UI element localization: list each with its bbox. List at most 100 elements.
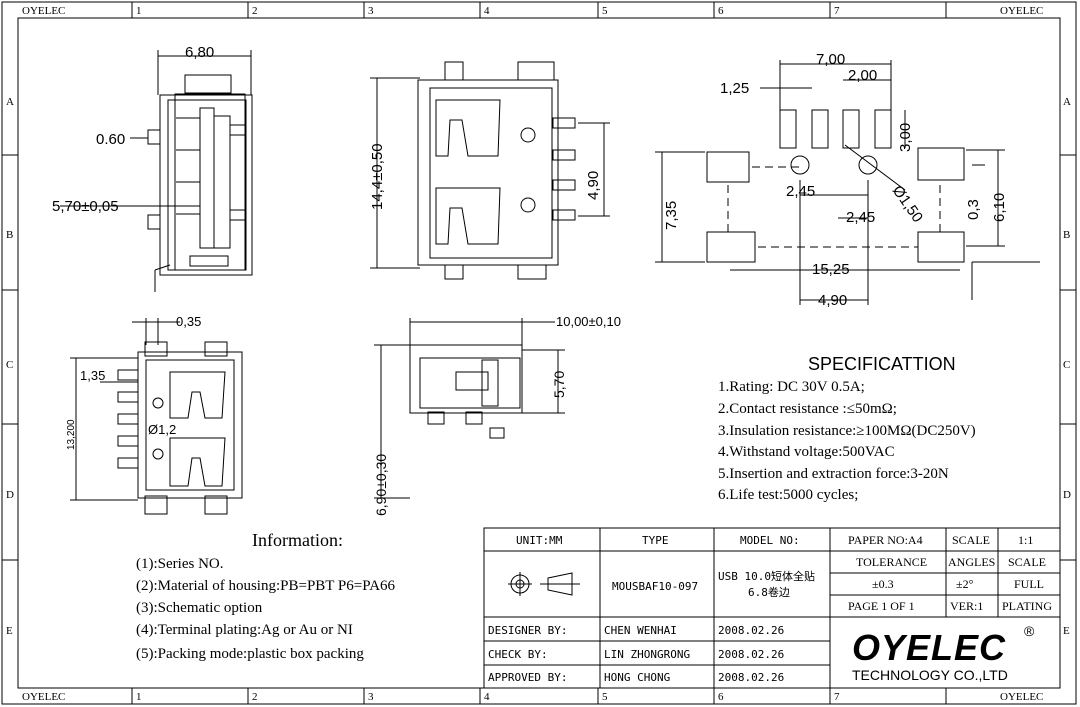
tb-designer-label: DESIGNER BY:: [488, 624, 567, 637]
col-label: 3: [368, 5, 374, 17]
info-line: (5):Packing mode:plastic box packing: [136, 646, 364, 662]
dim-row-span: 7,35: [663, 201, 680, 230]
col-label: 5: [602, 5, 608, 17]
dim-port-spacing: 4,90: [585, 171, 602, 200]
tb-model-line1: USB 10.0短体全贴: [718, 569, 815, 583]
dim-overall-length: 10,00±0,10: [556, 314, 621, 329]
col-label: 1: [136, 5, 142, 17]
spec-title: SPECIFICATTION: [808, 354, 956, 374]
dim-pad-height: 3,00: [897, 123, 914, 152]
dim-wide-span: 15,25: [812, 261, 850, 278]
tb-angles-label: ANGLES: [948, 555, 995, 569]
col-label: 6: [718, 691, 724, 703]
dim-pad-width: 1,25: [720, 80, 749, 97]
row-label: B: [6, 229, 13, 241]
tb-page: PAGE 1 OF 1: [848, 599, 915, 613]
tb-ver: VER:1: [950, 599, 983, 613]
info-line: (1):Series NO.: [136, 556, 223, 572]
col-label: 5: [602, 691, 608, 703]
row-label: A: [6, 96, 14, 108]
tb-model-line2: 6.8卷边: [748, 585, 790, 599]
side-view: [370, 61, 610, 280]
dim-port-height: 5,70: [551, 371, 567, 398]
corner-label-bl: OYELEC: [22, 691, 65, 703]
corner-label-tl: OYELEC: [22, 5, 65, 17]
tb-check-label: CHECK BY:: [488, 648, 548, 661]
tb-type-value: MOUSBAF10-097: [612, 580, 698, 593]
row-label: E: [1063, 625, 1070, 637]
spec-line: 1.Rating: DC 30V 0.5A;: [718, 379, 865, 395]
col-label: 2: [252, 5, 258, 17]
dim-lead-offset: 0,3: [965, 199, 982, 220]
dim-top-width: 6,80: [185, 44, 214, 61]
row-label: B: [1063, 229, 1070, 241]
company-name: TECHNOLOGY CO.,LTD: [852, 667, 1008, 683]
spec-line: 4.Withstand voltage:500VAC: [718, 444, 895, 460]
dim-side-height: 14,4±0,50: [369, 143, 386, 210]
corner-label-tr: OYELEC: [1000, 5, 1043, 17]
tb-designer: CHEN WENHAI: [604, 624, 677, 637]
company-logo: OYELEC: [852, 627, 1006, 668]
info-line: (3):Schematic option: [136, 600, 263, 616]
tb-plating: PLATING: [1002, 599, 1052, 613]
dim-hole-diameter: Ø1,50: [889, 183, 926, 226]
spec-line: 6.Life test:5000 cycles;: [718, 487, 858, 503]
tb-paper: PAPER NO:A4: [848, 533, 923, 547]
col-label: 1: [136, 691, 142, 703]
dim-pin-thickness: 0.60: [96, 131, 125, 148]
title-block: [483, 527, 1061, 689]
info-line: (4):Terminal plating:Ag or Au or NI: [136, 622, 353, 638]
row-label: D: [1063, 489, 1071, 501]
dim-depth-total: 6,90±0,30: [373, 454, 389, 516]
col-label: 4: [484, 691, 490, 703]
tb-model-label: MODEL NO:: [740, 534, 800, 547]
row-label: C: [1063, 359, 1070, 371]
spec-line: 5.Insertion and extraction force:3-20N: [718, 466, 949, 482]
info-title: Information:: [252, 530, 343, 550]
tb-unit: UNIT:MM: [516, 534, 563, 547]
col-label: 7: [834, 5, 840, 17]
tb-approved-label: APPROVED BY:: [488, 671, 567, 684]
front-view: [60, 50, 253, 292]
spec-line: 3.Insulation resistance:≥100MΩ(DC250V): [718, 423, 976, 439]
tb-angles-value: ±2°: [956, 577, 974, 591]
dim-hole-offset-1: 2,45: [786, 183, 815, 200]
tb-scale-value: 1:1: [1018, 533, 1033, 547]
spec-line: 2.Contact resistance :≤50mΩ;: [718, 401, 897, 417]
tb-scale-label2: SCALE: [1008, 555, 1046, 569]
tb-full: FULL: [1014, 577, 1044, 591]
tb-checker: LIN ZHONGRONG: [604, 648, 690, 661]
tb-tolerance-label: TOLERANCE: [856, 555, 927, 569]
pcb-footprint: [655, 60, 1040, 305]
dim-pitch: 2,00: [848, 67, 877, 84]
corner-label-br: OYELEC: [1000, 691, 1043, 703]
dim-hole-offset-2: 2,45: [846, 209, 875, 226]
tb-approved-date: 2008.02.26: [718, 671, 784, 684]
col-label: 6: [718, 5, 724, 17]
tb-type-label: TYPE: [642, 534, 669, 547]
dim-body-length: 13,200: [66, 419, 77, 450]
dim-edge-offset: 1,35: [80, 368, 105, 383]
tb-check-date: 2008.02.26: [718, 648, 784, 661]
info-line: (2):Material of housing:PB=PBT P6=PA66: [136, 578, 396, 594]
dim-center-span: 4,90: [818, 292, 847, 309]
row-label: E: [6, 625, 13, 637]
tb-designer-date: 2008.02.26: [718, 624, 784, 637]
dim-lead-span: 6,10: [991, 193, 1008, 222]
bottom-view: [70, 318, 243, 515]
tb-tolerance-value: ±0.3: [872, 577, 894, 591]
col-label: 4: [484, 5, 490, 17]
section-view: [374, 318, 565, 499]
col-label: 2: [252, 691, 258, 703]
row-label: C: [6, 359, 13, 371]
tb-approver: HONG CHONG: [604, 671, 670, 684]
dim-wall: 0,35: [176, 314, 201, 329]
tb-scale-label: SCALE: [952, 533, 990, 547]
dim-pcb-total: 7,00: [816, 51, 845, 68]
registered-mark: ®: [1024, 623, 1035, 639]
col-label: 7: [834, 691, 840, 703]
row-label: A: [1063, 96, 1071, 108]
dim-inner-width: 5,70±0,05: [52, 198, 119, 215]
